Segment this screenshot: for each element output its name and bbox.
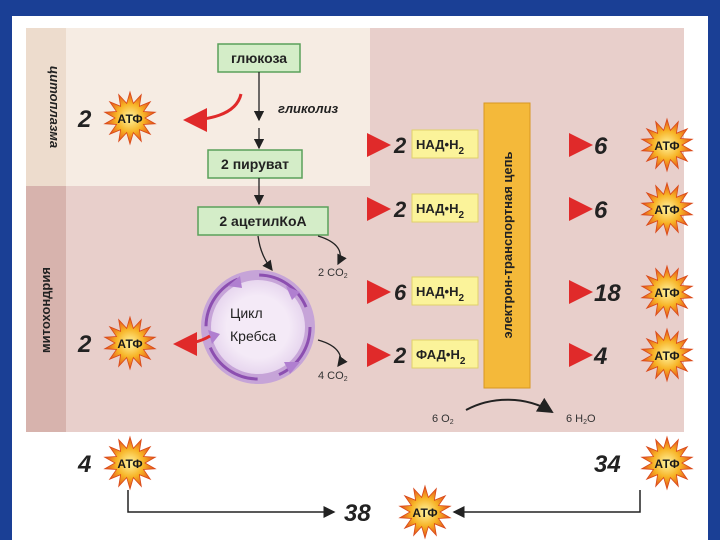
atp-burst-icon (640, 181, 694, 237)
carrier-row-2: 2 НАД•Н2 6 (344, 193, 608, 224)
co2-label-1: 2 CO2 (318, 267, 348, 280)
atp-burst-icon (640, 327, 694, 383)
pyruvate-box (207, 149, 303, 179)
krebs-label-2: Кребса (230, 328, 276, 344)
etc-label: электрон-транспортная цепь (500, 151, 515, 338)
carrier-name: НАД•Н2 (416, 201, 464, 221)
right-total-connector (452, 490, 641, 518)
carrier-name: НАД•Н2 (416, 284, 464, 304)
mitochondria-label-strip (26, 186, 66, 432)
atp-burst-row-2: АТФ (640, 181, 694, 237)
carrier-name: ФАД•Н2 (416, 347, 466, 367)
krebs-arrow-4 (228, 276, 242, 288)
electron-transport-chain-bar (483, 102, 531, 389)
carrier-count: 2 (393, 197, 407, 222)
cytoplasm-label: цитоплазма (47, 66, 62, 148)
carrier-atp-count: 6 (594, 133, 608, 160)
atp-burst-icon (640, 435, 694, 491)
carrier-row-1: 2 НАД•Н2 6 (344, 129, 608, 160)
atp-burst-row-1: АТФ (640, 117, 694, 173)
atp-burst-icon (103, 90, 157, 146)
carrier-box (411, 193, 479, 223)
atp-burst-grand-total: АТФ (398, 484, 452, 540)
carrier-box (411, 339, 479, 369)
glycolysis-atp-arrow (183, 93, 243, 132)
co2-arrow-1 (317, 235, 347, 266)
glucose-label: глюкоза (231, 50, 287, 66)
atp-burst-icon (640, 117, 694, 173)
glucose-box (217, 43, 301, 73)
co2-label-2: 4 CO2 (318, 370, 348, 383)
atp-label: АТФ (654, 139, 679, 153)
carrier-name: НАД•Н2 (416, 137, 464, 157)
local-atp-2: 2 (77, 331, 92, 358)
total-right-count: 34 (594, 451, 621, 478)
carrier-count: 6 (394, 280, 407, 305)
krebs-arrow-3 (208, 330, 220, 344)
carrier-atp-count: 4 (593, 343, 607, 370)
carrier-box (411, 276, 479, 306)
atp-label: АТФ (654, 286, 679, 300)
atp-label: АТФ (654, 349, 679, 363)
atp-label: АТФ (412, 506, 437, 520)
atp-burst-row-4: АТФ (640, 327, 694, 383)
acetyl-coa-label: 2 ацетилКоА (219, 213, 306, 229)
atp-burst-icon (103, 435, 157, 491)
carrier-box (411, 129, 479, 159)
co2-arrow-2 (317, 339, 348, 368)
atp-label: АТФ (117, 112, 142, 126)
atp-burst-total-right: АТФ (640, 435, 694, 491)
atp-label: АТФ (654, 203, 679, 217)
atp-burst-row-3: АТФ (640, 264, 694, 320)
atp-burst-icon (103, 315, 157, 371)
carrier-atp-count: 18 (594, 280, 621, 307)
grand-total-count: 38 (344, 500, 371, 527)
cytoplasm-label-strip (26, 28, 66, 186)
carrier-row-3: 6 НАД•Н2 18 (344, 276, 621, 307)
carrier-atp-count: 6 (594, 197, 608, 224)
atp-burst-krebs: АТФ (103, 315, 157, 371)
atp-burst-icon (640, 264, 694, 320)
atp-label: АТФ (117, 337, 142, 351)
atp-label: АТФ (654, 457, 679, 471)
left-total-connector (127, 490, 336, 518)
oxygen-left: 6 O2 (432, 413, 454, 426)
atp-burst-cytoplasm: АТФ (103, 90, 157, 146)
krebs-arrow-2 (284, 362, 300, 374)
krebs-label-1: Цикл (230, 305, 263, 321)
oxygen-right: 6 H2O (566, 413, 596, 426)
local-atp-count-1: 2 (77, 106, 92, 133)
glycolysis-label: гликолиз (278, 101, 339, 116)
acetyl-to-krebs-arrow (257, 235, 273, 272)
total-left-count: 4 (77, 451, 91, 478)
carrier-count: 2 (393, 343, 407, 368)
atp-burst-total-left: АТФ (103, 435, 157, 491)
krebs-cycle: Цикл Кребса (201, 270, 315, 384)
oxygen-arrow (465, 397, 554, 414)
acetyl-coa-box (197, 206, 329, 236)
mitochondria-label: митохондрия (38, 267, 53, 353)
carrier-count: 2 (393, 133, 407, 158)
atp-label: АТФ (117, 457, 142, 471)
local-atp-1: 2 (77, 106, 92, 133)
krebs-arrow-1 (286, 286, 300, 300)
atp-burst-icon (398, 484, 452, 540)
pyruvate-label: 2 пируват (221, 156, 289, 172)
local-atp-count-2: 2 (77, 331, 92, 358)
krebs-atp-arrow (173, 331, 211, 356)
cytoplasm-panel (26, 28, 370, 186)
carrier-row-4: 2 ФАД•Н2 4 (344, 339, 607, 370)
